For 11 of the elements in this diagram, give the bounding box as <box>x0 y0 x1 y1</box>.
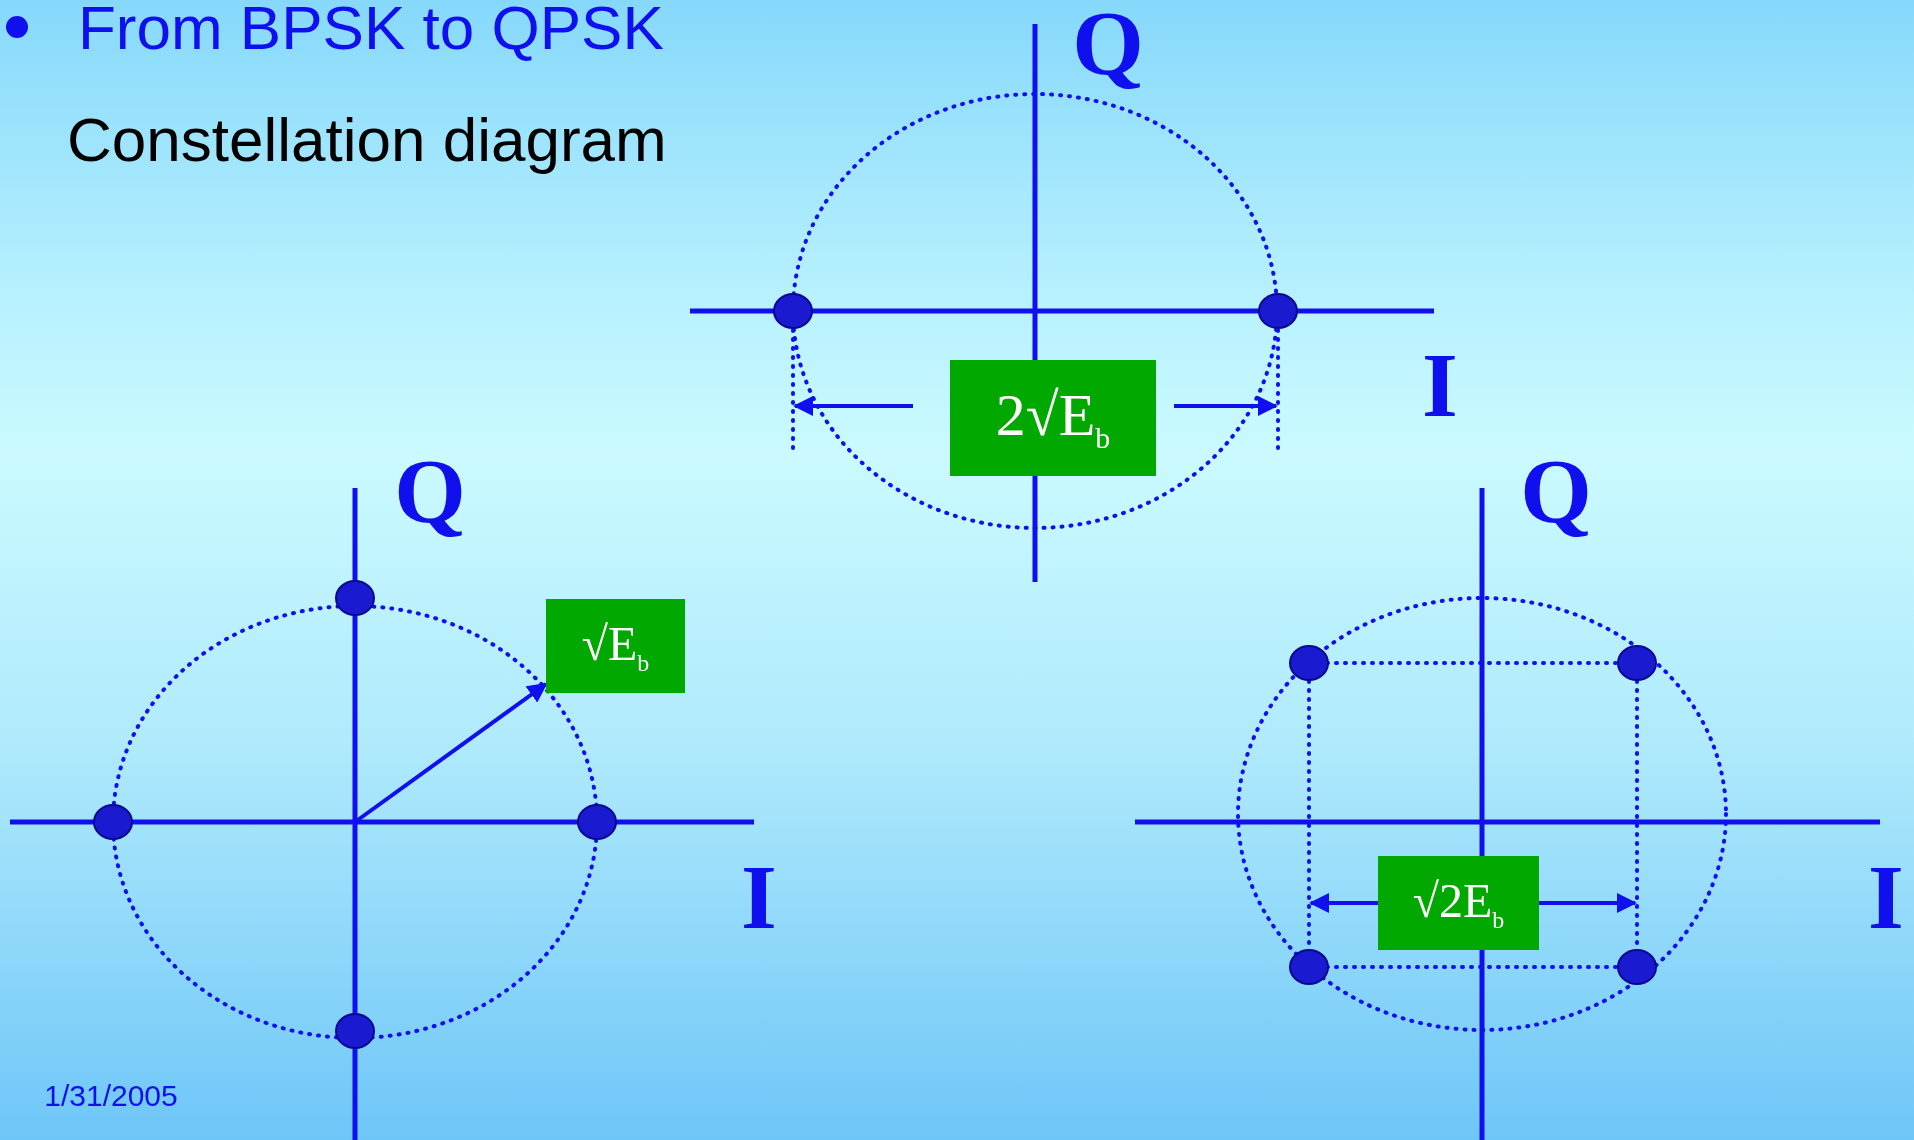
title: From BPSK to QPSK <box>78 0 664 63</box>
formula-box: √E$_{b}$ <box>546 599 685 693</box>
axis-label: Q <box>1072 0 1144 89</box>
axis-label: I <box>1422 339 1458 431</box>
date-label: 1/31/2005 <box>44 1081 178 1111</box>
axis-label: Q <box>394 445 466 537</box>
axis-label: Q <box>1520 445 1592 537</box>
axis-label: I <box>1868 851 1904 943</box>
formula-box: 2√E$_{b}$ <box>950 360 1156 476</box>
axis-label: I <box>741 851 777 943</box>
formula-box: √2E$_{b}$ <box>1378 856 1539 950</box>
